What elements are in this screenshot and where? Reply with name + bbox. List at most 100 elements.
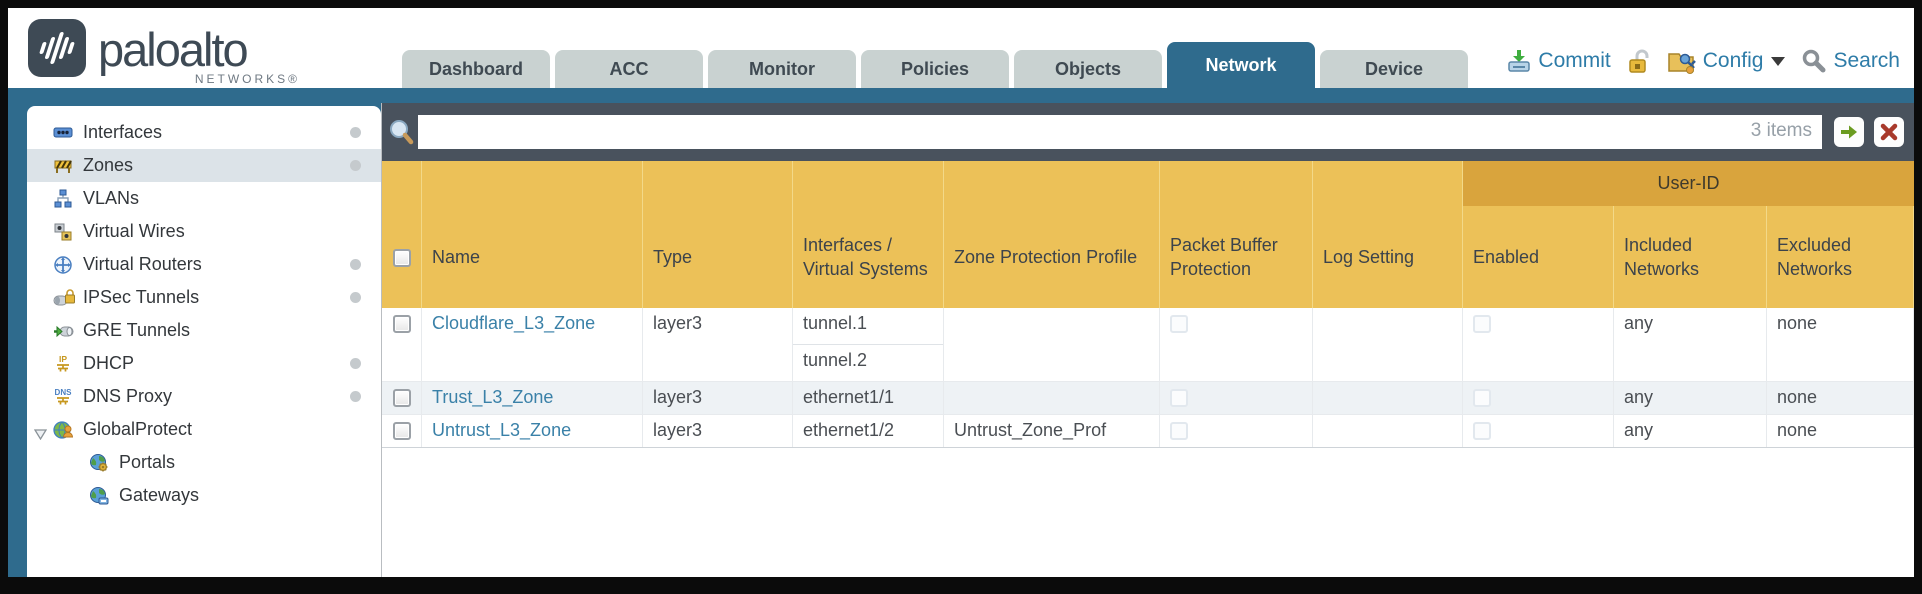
sidebar-list: Interfaces Zones VLANs Vir [27, 106, 381, 512]
packet-buffer-checkbox[interactable] [1170, 422, 1188, 440]
sidebar-item-label: DNS Proxy [83, 386, 173, 406]
search-button[interactable]: Search [1833, 49, 1900, 72]
config-icon[interactable] [1667, 48, 1697, 74]
filter-bar: 3 items [382, 103, 1914, 161]
zone-interfaces: ethernet1/2 [793, 415, 944, 447]
clear-filter-button[interactable] [1874, 117, 1904, 147]
packet-buffer-checkbox[interactable] [1170, 389, 1188, 407]
sidebar-item-dhcp[interactable]: IP DHCP [27, 347, 381, 380]
select-all-checkbox[interactable] [392, 249, 411, 267]
zone-interfaces: tunnel.1 tunnel.2 [793, 308, 944, 381]
commit-icon[interactable] [1506, 48, 1532, 74]
col-type[interactable]: Type [643, 161, 793, 308]
interface-cell: tunnel.2 [803, 349, 868, 370]
log-setting [1313, 382, 1463, 414]
col-log-setting[interactable]: Log Setting [1313, 161, 1463, 308]
status-dot [350, 292, 361, 303]
globalprotect-icon [53, 420, 75, 440]
row-checkbox[interactable] [392, 389, 411, 407]
sidebar-item-label: Gateways [119, 485, 200, 505]
commit-button[interactable]: Commit [1538, 49, 1611, 72]
sidebar-item-dns-proxy[interactable]: DNS DNS Proxy [27, 380, 381, 413]
user-id-enabled-checkbox[interactable] [1473, 389, 1491, 407]
log-setting [1313, 308, 1463, 381]
sidebar-item-label: GRE Tunnels [83, 320, 191, 340]
sidebar-item-vlans[interactable]: VLANs [27, 182, 381, 215]
filter-input[interactable] [418, 115, 1822, 149]
col-packet-buffer-protection[interactable]: Packet Buffer Protection [1160, 161, 1313, 308]
close-icon [1880, 123, 1898, 141]
tab-objects[interactable]: Objects [1014, 50, 1162, 88]
sidebar-item-portals[interactable]: Portals [27, 446, 381, 479]
zone-name-link[interactable]: Trust_L3_Zone [432, 387, 554, 407]
col-zone-protection-profile[interactable]: Zone Protection Profile [944, 161, 1160, 308]
svg-text:IP: IP [59, 354, 67, 364]
status-dot [350, 160, 361, 171]
col-enabled[interactable]: Enabled [1463, 206, 1614, 308]
virtual-routers-icon [53, 255, 75, 275]
sidebar-item-globalprotect[interactable]: GlobalProtect [27, 413, 381, 446]
tab-device[interactable]: Device [1320, 50, 1468, 88]
interfaces-icon [53, 123, 75, 143]
included-networks: any [1614, 415, 1767, 447]
sidebar-item-label: VLANs [83, 188, 140, 208]
main-tabs: Dashboard ACC Monitor Policies Objects N… [402, 42, 1468, 88]
svg-text:DNS: DNS [55, 388, 73, 397]
sidebar: Interfaces Zones VLANs Vir [27, 106, 381, 577]
user-id-enabled-checkbox[interactable] [1473, 422, 1491, 440]
sidebar-item-gre-tunnels[interactable]: GRE Tunnels [27, 314, 381, 347]
user-id-group-header: User-ID [1463, 161, 1914, 206]
ipsec-tunnels-icon [53, 288, 75, 308]
sidebar-item-interfaces[interactable]: Interfaces [27, 116, 381, 149]
sidebar-item-zones[interactable]: Zones [27, 149, 381, 182]
tab-monitor[interactable]: Monitor [708, 50, 856, 88]
tab-policies[interactable]: Policies [861, 50, 1009, 88]
row-checkbox[interactable] [392, 422, 411, 440]
sidebar-item-label: GlobalProtect [83, 419, 193, 439]
sidebar-item-virtual-routers[interactable]: Virtual Routers [27, 248, 381, 281]
vlans-icon [53, 189, 75, 209]
brand-name: paloalto [98, 23, 249, 76]
zones-icon [53, 156, 75, 176]
included-networks: any [1614, 308, 1767, 381]
zone-name-link[interactable]: Untrust_L3_Zone [432, 420, 572, 440]
search-icon[interactable] [1801, 48, 1827, 74]
col-name[interactable]: Name [422, 161, 643, 308]
zones-table: Name Type Interfaces / Virtual Systems Z… [382, 161, 1914, 448]
sidebar-item-label: Zones [83, 155, 134, 175]
tab-acc[interactable]: ACC [555, 50, 703, 88]
sidebar-item-virtual-wires[interactable]: Virtual Wires [27, 215, 381, 248]
filter-search-icon [387, 117, 415, 152]
tab-network[interactable]: Network [1167, 42, 1315, 88]
top-actions: Commit Config Search [1506, 48, 1900, 74]
item-count: 3 items [1750, 120, 1812, 141]
table-header: Name Type Interfaces / Virtual Systems Z… [382, 161, 1914, 308]
expand-caret-icon[interactable] [33, 424, 48, 445]
sidebar-item-gateways[interactable]: Gateways [27, 479, 381, 512]
excluded-networks: none [1767, 415, 1914, 447]
app-frame: paloalto NETWORKS® Dashboard ACC Monitor… [8, 8, 1914, 577]
lock-icon[interactable] [1627, 48, 1651, 74]
config-caret-down-icon[interactable] [1771, 56, 1786, 66]
col-excluded-networks[interactable]: Excluded Networks [1767, 206, 1914, 308]
packet-buffer-checkbox[interactable] [1170, 315, 1188, 333]
tab-dashboard[interactable]: Dashboard [402, 50, 550, 88]
col-included-networks[interactable]: Included Networks [1614, 206, 1767, 308]
header-select-all [382, 161, 422, 308]
col-interfaces[interactable]: Interfaces / Virtual Systems [793, 161, 944, 308]
row-checkbox[interactable] [392, 315, 411, 333]
gateways-icon [89, 486, 111, 506]
table-row: Trust_L3_Zone layer3 ethernet1/1 any non… [382, 382, 1914, 415]
apply-filter-button[interactable] [1834, 117, 1864, 147]
sidebar-item-label: Portals [119, 452, 176, 472]
zone-protection-profile [944, 308, 1160, 381]
sidebar-item-label: Interfaces [83, 122, 163, 142]
sidebar-item-ipsec-tunnels[interactable]: IPSec Tunnels [27, 281, 381, 314]
virtual-wires-icon [53, 222, 75, 242]
zone-name-link[interactable]: Cloudflare_L3_Zone [432, 313, 596, 333]
sidebar-item-label: Virtual Routers [83, 254, 202, 274]
filter-input-wrap: 3 items [418, 115, 1822, 149]
user-id-enabled-checkbox[interactable] [1473, 315, 1491, 333]
config-button[interactable]: Config [1702, 49, 1764, 72]
status-dot [350, 127, 361, 138]
